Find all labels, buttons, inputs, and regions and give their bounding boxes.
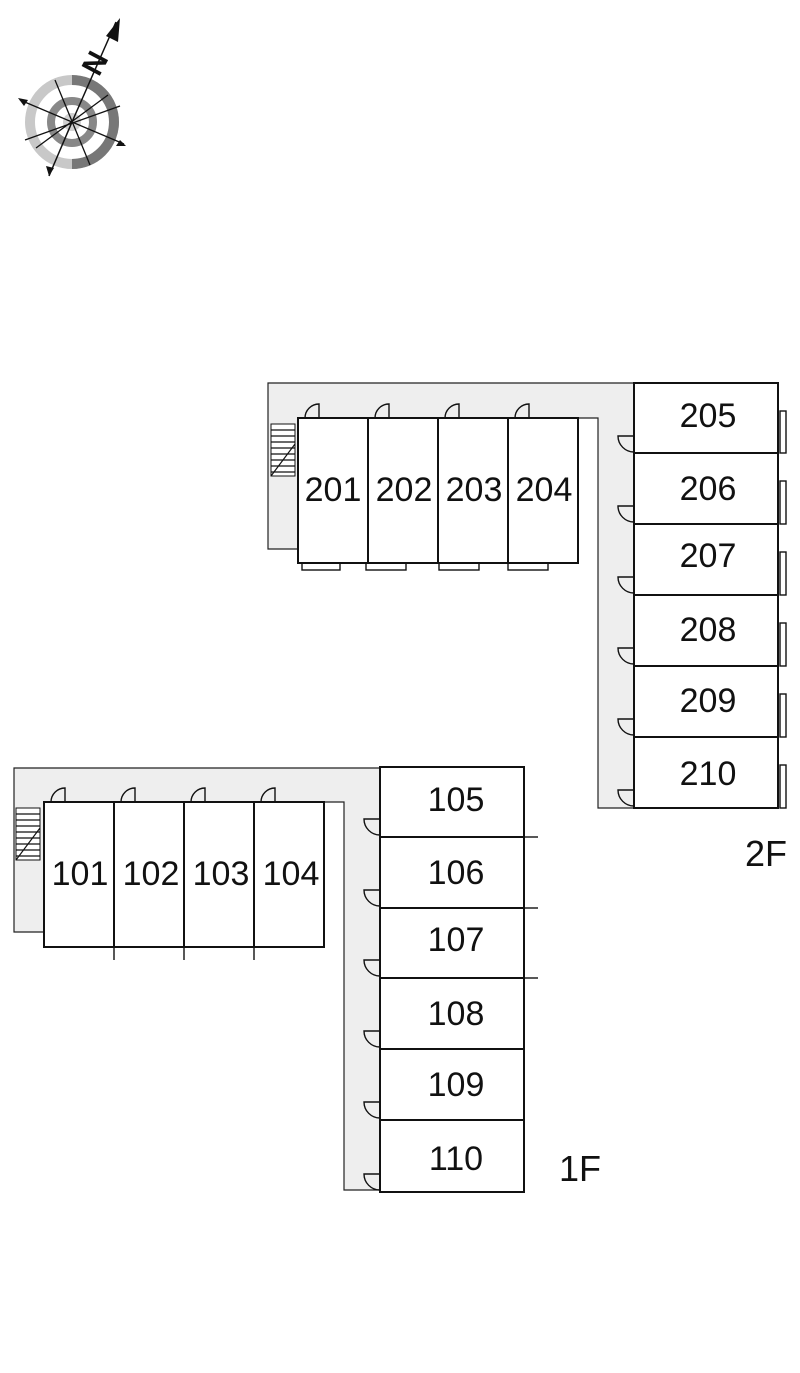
door-icon [514,403,530,419]
door-icon [617,718,635,736]
door-icon [363,818,381,836]
door-icon [617,505,635,523]
2f-unit-203[interactable]: 203 [437,403,509,571]
balcony-icon [779,551,787,596]
unit-label: 106 [428,854,485,892]
door-icon [617,576,635,594]
1f-stairs [15,807,41,861]
door-icon [374,403,390,419]
first-floor-block: 101 102 103 104 105 [13,766,601,1193]
unit-label: 203 [446,471,503,509]
1f-unit-102[interactable]: 102 [113,787,185,960]
unit-label: 210 [680,755,737,793]
unit-label: 206 [680,470,737,508]
balcony-icon [779,410,787,454]
1f-unit-110[interactable]: 110 [363,1119,525,1193]
compass: N [18,18,126,177]
1f-unit-103[interactable]: 103 [183,787,255,960]
2f-unit-204[interactable]: 204 [507,403,579,571]
unit-label: 104 [263,855,320,893]
2f-unit-205[interactable]: 205 [617,382,787,454]
unit-label: 109 [428,1066,485,1104]
unit-label: 107 [428,921,485,959]
balcony-icon [365,562,407,571]
unit-label: 101 [52,855,109,893]
unit-label: 105 [428,781,485,819]
2f-unit-207[interactable]: 207 [617,523,787,596]
1f-unit-109[interactable]: 109 [363,1048,525,1121]
door-icon [190,787,206,803]
unit-label: 207 [680,537,737,575]
balcony-icon [301,562,341,571]
door-icon [120,787,136,803]
unit-label: 110 [429,1140,483,1178]
2f-unit-210[interactable]: 210 [617,736,787,809]
1f-unit-106[interactable]: 106 [363,836,538,909]
unit-label: 205 [680,397,737,435]
floor-label-1f: 1F [559,1148,601,1189]
2f-stairs [270,423,296,477]
2f-unit-201[interactable]: 201 [297,403,369,571]
2f-unit-206[interactable]: 206 [617,452,787,525]
unit-label: 201 [305,471,362,509]
door-icon [363,889,381,907]
unit-label: 209 [680,682,737,720]
door-icon [304,403,320,419]
door-icon [617,789,635,807]
door-icon [363,959,381,977]
door-icon [260,787,276,803]
2f-unit-202[interactable]: 202 [365,403,439,571]
door-icon [617,647,635,665]
unit-label: 108 [428,995,485,1033]
1f-unit-104[interactable]: 104 [253,787,325,948]
compass-rose-icon [18,75,126,177]
north-arrow-icon [71,18,120,123]
balcony-icon [779,764,787,809]
1f-unit-105[interactable]: 105 [363,766,538,838]
unit-label: 208 [680,611,737,649]
door-icon [363,1101,381,1119]
door-icon [363,1173,381,1191]
unit-label: 202 [376,471,433,509]
unit-label: 103 [193,855,250,893]
1f-unit-108[interactable]: 108 [363,977,525,1050]
second-floor-block: 201 202 203 204 205 [267,382,787,874]
balcony-icon [779,693,787,738]
balcony-icon [779,480,787,525]
2f-unit-208[interactable]: 208 [617,594,787,667]
1f-unit-107[interactable]: 107 [363,907,538,979]
balcony-icon [779,622,787,667]
door-icon [444,403,460,419]
balcony-icon [438,562,480,571]
floor-label-2f: 2F [745,833,787,874]
door-icon [617,435,635,453]
door-icon [363,1030,381,1048]
north-label: N [76,46,115,81]
door-icon [50,787,66,803]
balcony-icon [507,562,549,571]
unit-label: 102 [123,855,180,893]
1f-unit-101[interactable]: 101 [43,787,115,960]
unit-label: 204 [516,471,573,509]
2f-unit-209[interactable]: 209 [617,665,787,738]
